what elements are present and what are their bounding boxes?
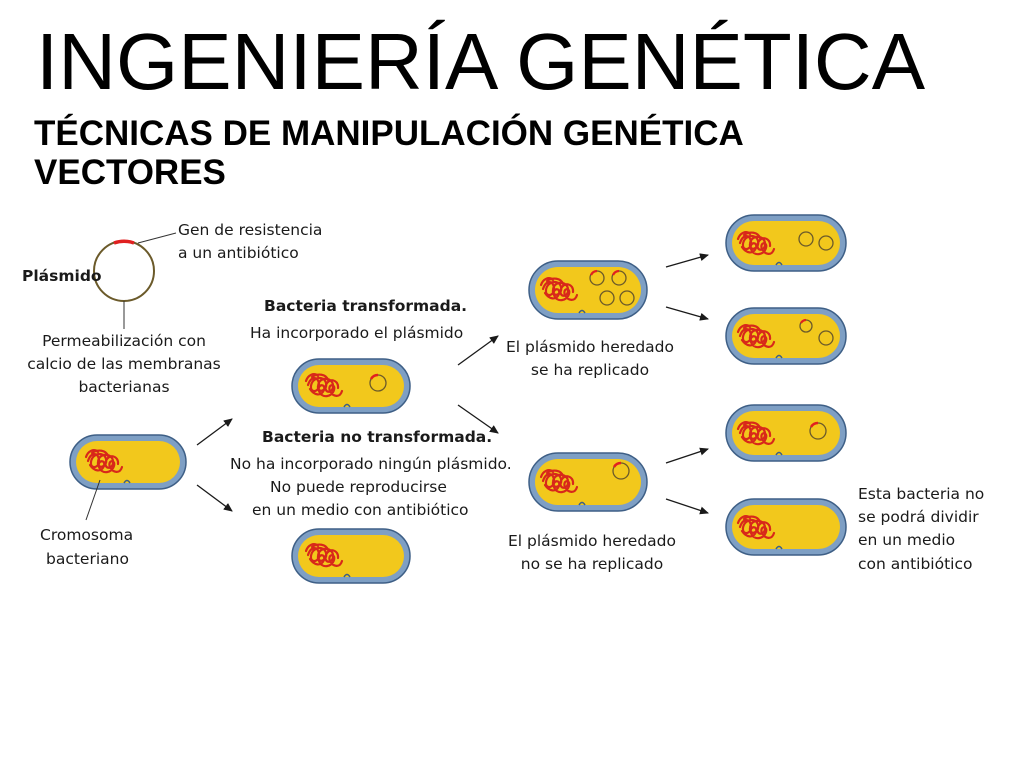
transformation-diagram: Plásmido Gen de resistencia a un antibió…: [22, 214, 984, 584]
not-transformed-2: No puede reproducirse: [270, 478, 447, 496]
cannot-divide-4: con antibiótico: [858, 555, 972, 573]
gene-label-2: a un antibiótico: [178, 244, 299, 262]
bacterium-daughter-3: [725, 404, 847, 462]
replicated-label-1: El plásmido heredado: [506, 338, 674, 356]
page-title: INGENIERÍA GENÉTICA: [36, 17, 926, 106]
bacterium-replicated-plasmid: [528, 260, 648, 320]
not-transformed-3: en un medio con antibiótico: [252, 501, 469, 519]
replicated-label-2: se ha replicado: [531, 361, 649, 379]
bacterium-transformed: [291, 358, 411, 414]
transformed-desc: Ha incorporado el plásmido: [250, 324, 463, 342]
not-replicated-label-1: El plásmido heredado: [508, 532, 676, 550]
not-replicated-label-2: no se ha replicado: [521, 555, 663, 573]
not-transformed-title: Bacteria no transformada.: [262, 428, 492, 446]
bacterium-daughter-1: [725, 214, 847, 272]
bacterium-unreplicated-plasmid: [528, 452, 648, 512]
transformed-title: Bacteria transformada.: [264, 297, 467, 315]
gene-label-1: Gen de resistencia: [178, 221, 322, 239]
subtitle-line-2: VECTORES: [34, 153, 226, 193]
bacterium-original: [69, 434, 187, 490]
cannot-divide-1: Esta bacteria no: [858, 485, 984, 503]
perm-label-3: bacterianas: [78, 378, 169, 396]
cannot-divide-2: se podrá dividir: [858, 508, 979, 526]
plasmid-ring: [93, 232, 177, 302]
not-transformed-1: No ha incorporado ningún plásmido.: [230, 455, 512, 473]
bacterium-daughter-2: [725, 307, 847, 365]
chromosome-label-2: bacteriano: [46, 550, 129, 568]
bacterium-not-transformed: [291, 528, 411, 584]
page-subtitle: TÉCNICAS DE MANIPULACIÓN GENÉTICA VECTOR…: [34, 114, 744, 192]
chromosome-label-1: Cromosoma: [40, 526, 133, 544]
plasmid-label: Plásmido: [22, 267, 102, 285]
cannot-divide-3: en un medio: [858, 531, 955, 549]
perm-label-1: Permeabilización con: [42, 332, 206, 350]
perm-label-2: calcio de las membranas: [27, 355, 221, 373]
subtitle-line-1: TÉCNICAS DE MANIPULACIÓN GENÉTICA: [34, 114, 744, 153]
bacterium-daughter-4: [725, 498, 847, 556]
